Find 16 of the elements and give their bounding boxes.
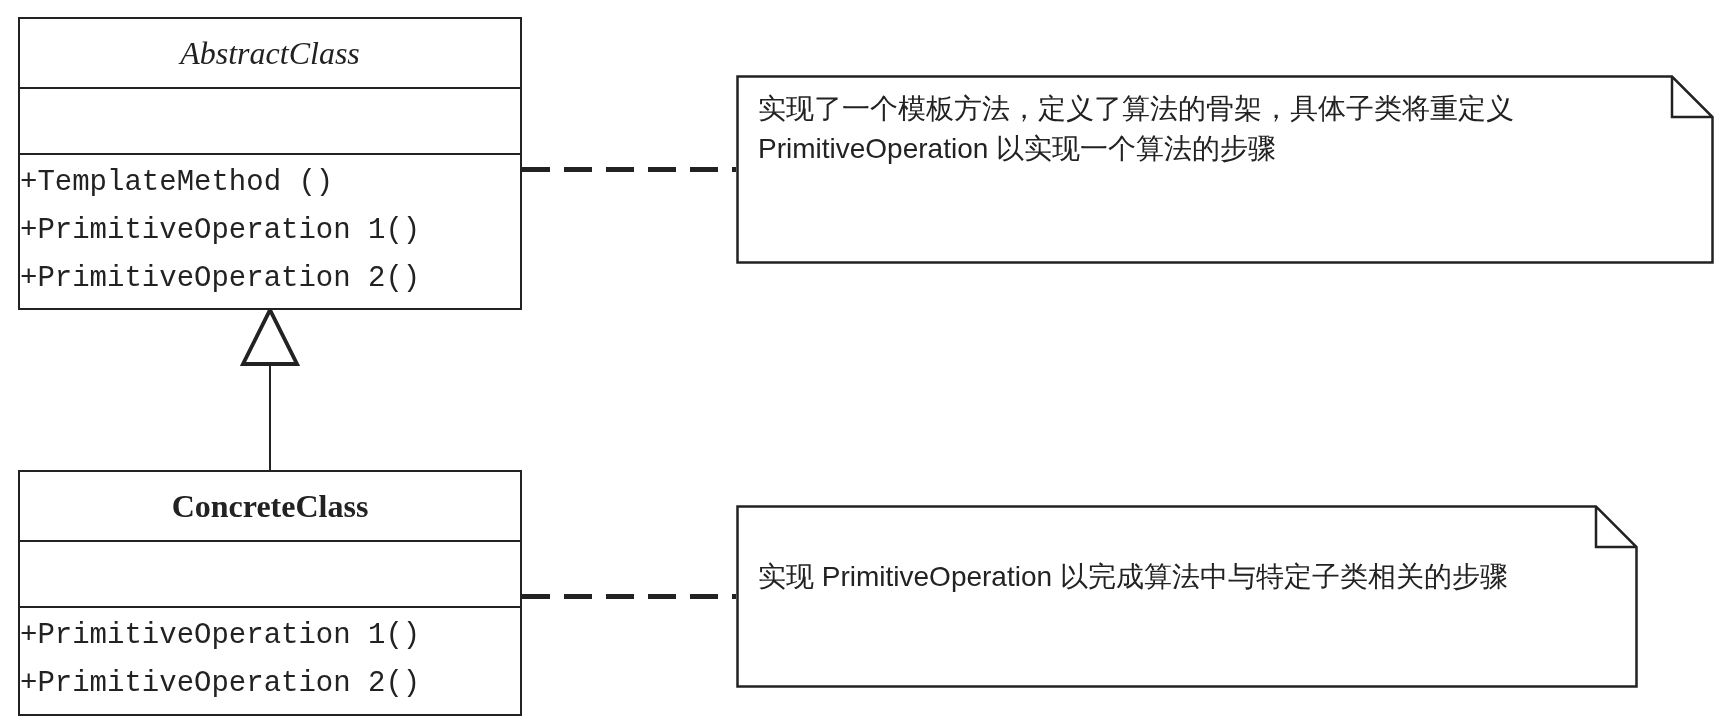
- operation-text: +TemplateMethod (): [20, 165, 334, 201]
- note: [736, 505, 1638, 688]
- note-text: 实现 PrimitiveOperation 以完成算法中与特定子类相关的步骤: [758, 560, 1509, 594]
- operation-text: +PrimitiveOperation 2(): [20, 261, 421, 297]
- class-box: [18, 470, 522, 716]
- class-box: [18, 17, 522, 310]
- dashed-connector: [522, 167, 736, 172]
- class-name: AbstractClass: [180, 34, 360, 73]
- inheritance-arrow: [241, 308, 299, 471]
- dashed-connector: [522, 594, 736, 599]
- operation-text: +PrimitiveOperation 1(): [20, 213, 421, 249]
- operation-text: +PrimitiveOperation 1(): [20, 618, 421, 654]
- note-text: 实现了一个模板方法，定义了算法的骨架，具体子类将重定义 PrimitiveOperation 以实现一个算法的步骤: [758, 92, 1515, 166]
- note: [736, 75, 1714, 264]
- operation-text: +PrimitiveOperation 2(): [20, 666, 421, 702]
- class-name: ConcreteClass: [171, 487, 369, 526]
